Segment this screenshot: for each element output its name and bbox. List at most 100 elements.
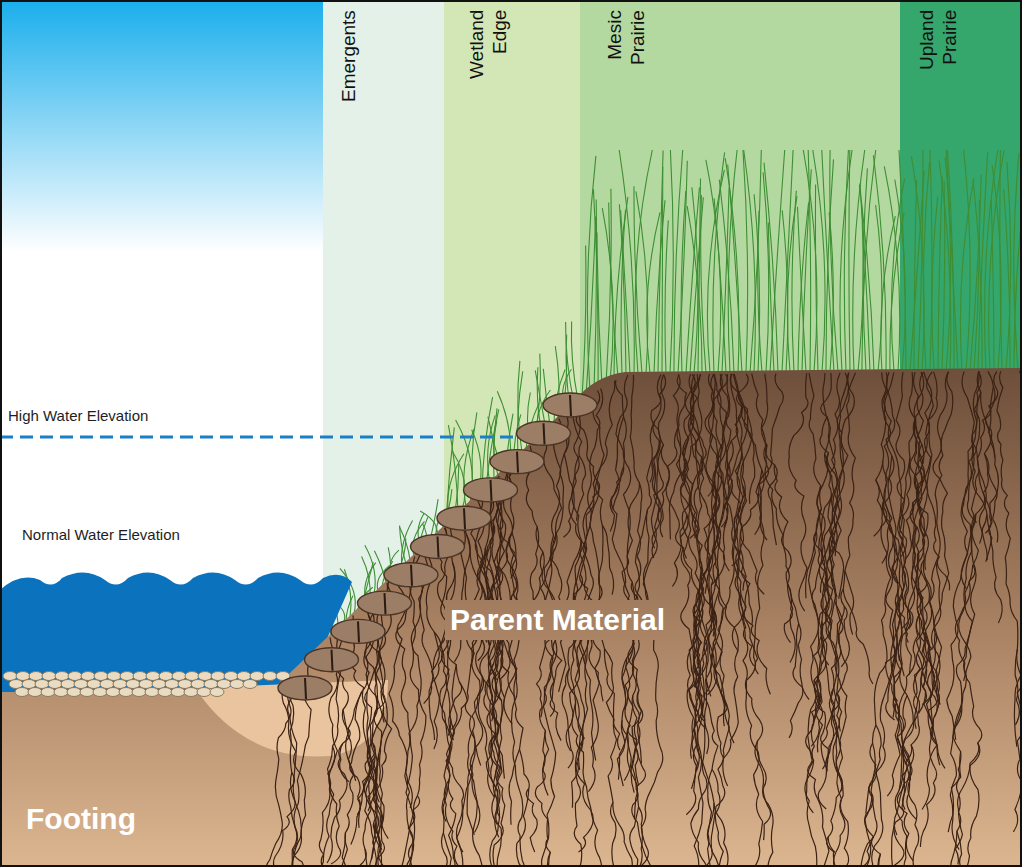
cobble bbox=[197, 688, 211, 697]
grass-blade bbox=[844, 150, 848, 372]
root bbox=[673, 375, 703, 867]
root bbox=[883, 501, 898, 575]
root bbox=[540, 552, 556, 606]
root bbox=[544, 532, 556, 605]
grass-blade bbox=[873, 155, 886, 371]
grass-blade bbox=[798, 203, 809, 373]
grass-blade bbox=[1004, 189, 1010, 370]
rock bbox=[517, 421, 571, 445]
grass-blade bbox=[815, 185, 818, 372]
rock bbox=[358, 591, 412, 615]
zone-band: Wetland Edge bbox=[444, 0, 580, 360]
root bbox=[951, 371, 995, 867]
root bbox=[834, 688, 842, 732]
root bbox=[712, 769, 723, 867]
root bbox=[562, 541, 581, 608]
zone-band: Upland Prairie bbox=[900, 0, 1022, 360]
grass-blade bbox=[681, 191, 686, 373]
water-level-label: Normal Water Elevation bbox=[22, 526, 180, 543]
root bbox=[922, 672, 940, 766]
grass-blade bbox=[911, 156, 924, 371]
grass-blade bbox=[946, 150, 958, 371]
stake bbox=[385, 593, 386, 614]
root bbox=[752, 374, 796, 663]
root bbox=[739, 374, 765, 867]
grass-blade bbox=[365, 545, 375, 594]
grass-blade bbox=[661, 167, 663, 374]
root bbox=[602, 525, 613, 594]
root bbox=[535, 731, 548, 839]
grass-blade bbox=[635, 150, 652, 374]
grass-blade bbox=[698, 178, 701, 373]
grass-blade bbox=[910, 171, 924, 371]
grass-blade bbox=[420, 511, 436, 537]
cobble bbox=[106, 688, 120, 697]
root bbox=[979, 472, 992, 561]
grass-blade bbox=[964, 150, 971, 371]
grass-blade bbox=[985, 150, 998, 370]
cobble bbox=[171, 688, 185, 697]
root bbox=[396, 550, 422, 808]
cobble bbox=[93, 688, 107, 697]
root bbox=[755, 445, 769, 534]
root bbox=[707, 374, 722, 622]
cobble bbox=[230, 680, 244, 689]
root bbox=[894, 822, 904, 867]
grass-blade bbox=[942, 181, 945, 371]
stake bbox=[305, 678, 306, 699]
grass-blade bbox=[636, 191, 648, 373]
root bbox=[954, 371, 982, 729]
grass-blade bbox=[665, 220, 668, 373]
root bbox=[437, 527, 452, 867]
grass-blade bbox=[930, 150, 932, 371]
roots bbox=[266, 371, 1022, 867]
root bbox=[789, 373, 808, 611]
root bbox=[367, 745, 381, 850]
root bbox=[758, 470, 767, 540]
root bbox=[872, 372, 895, 867]
water-level-label: High Water Elevation bbox=[8, 407, 148, 424]
stake bbox=[570, 395, 571, 416]
root bbox=[818, 743, 826, 809]
grass-blade bbox=[728, 165, 742, 373]
root bbox=[651, 375, 666, 548]
cobble bbox=[158, 688, 172, 697]
root bbox=[962, 372, 987, 561]
root bbox=[762, 374, 809, 700]
grass-blade bbox=[670, 150, 673, 374]
grass-blade bbox=[861, 200, 870, 371]
wave-curls bbox=[44, 577, 320, 582]
grass-blade bbox=[587, 156, 595, 394]
cobble bbox=[263, 672, 277, 681]
grass-blade bbox=[798, 207, 807, 372]
grass-blade bbox=[701, 195, 706, 373]
root bbox=[490, 465, 522, 867]
zone-band: Mesic Prairie bbox=[580, 0, 900, 360]
grass-blade bbox=[571, 322, 578, 401]
root bbox=[866, 743, 877, 813]
root bbox=[893, 372, 937, 835]
soil-label: Footing bbox=[26, 802, 136, 836]
root bbox=[806, 508, 822, 598]
rock bbox=[464, 478, 518, 502]
root bbox=[710, 595, 734, 743]
root bbox=[805, 760, 817, 867]
root bbox=[883, 461, 900, 584]
cobble bbox=[80, 688, 94, 697]
grass-blade bbox=[687, 206, 702, 373]
rock bbox=[305, 648, 359, 672]
root bbox=[906, 527, 917, 642]
cobble bbox=[41, 688, 55, 697]
cobble bbox=[15, 688, 29, 697]
grass-blade bbox=[938, 177, 942, 371]
grass-blade bbox=[914, 180, 917, 371]
root bbox=[683, 458, 698, 538]
grass-blade bbox=[658, 151, 663, 374]
root bbox=[630, 807, 639, 867]
grass-blade bbox=[862, 150, 876, 372]
root bbox=[368, 707, 392, 811]
grass-blade bbox=[362, 557, 371, 599]
sky bbox=[0, 0, 323, 600]
